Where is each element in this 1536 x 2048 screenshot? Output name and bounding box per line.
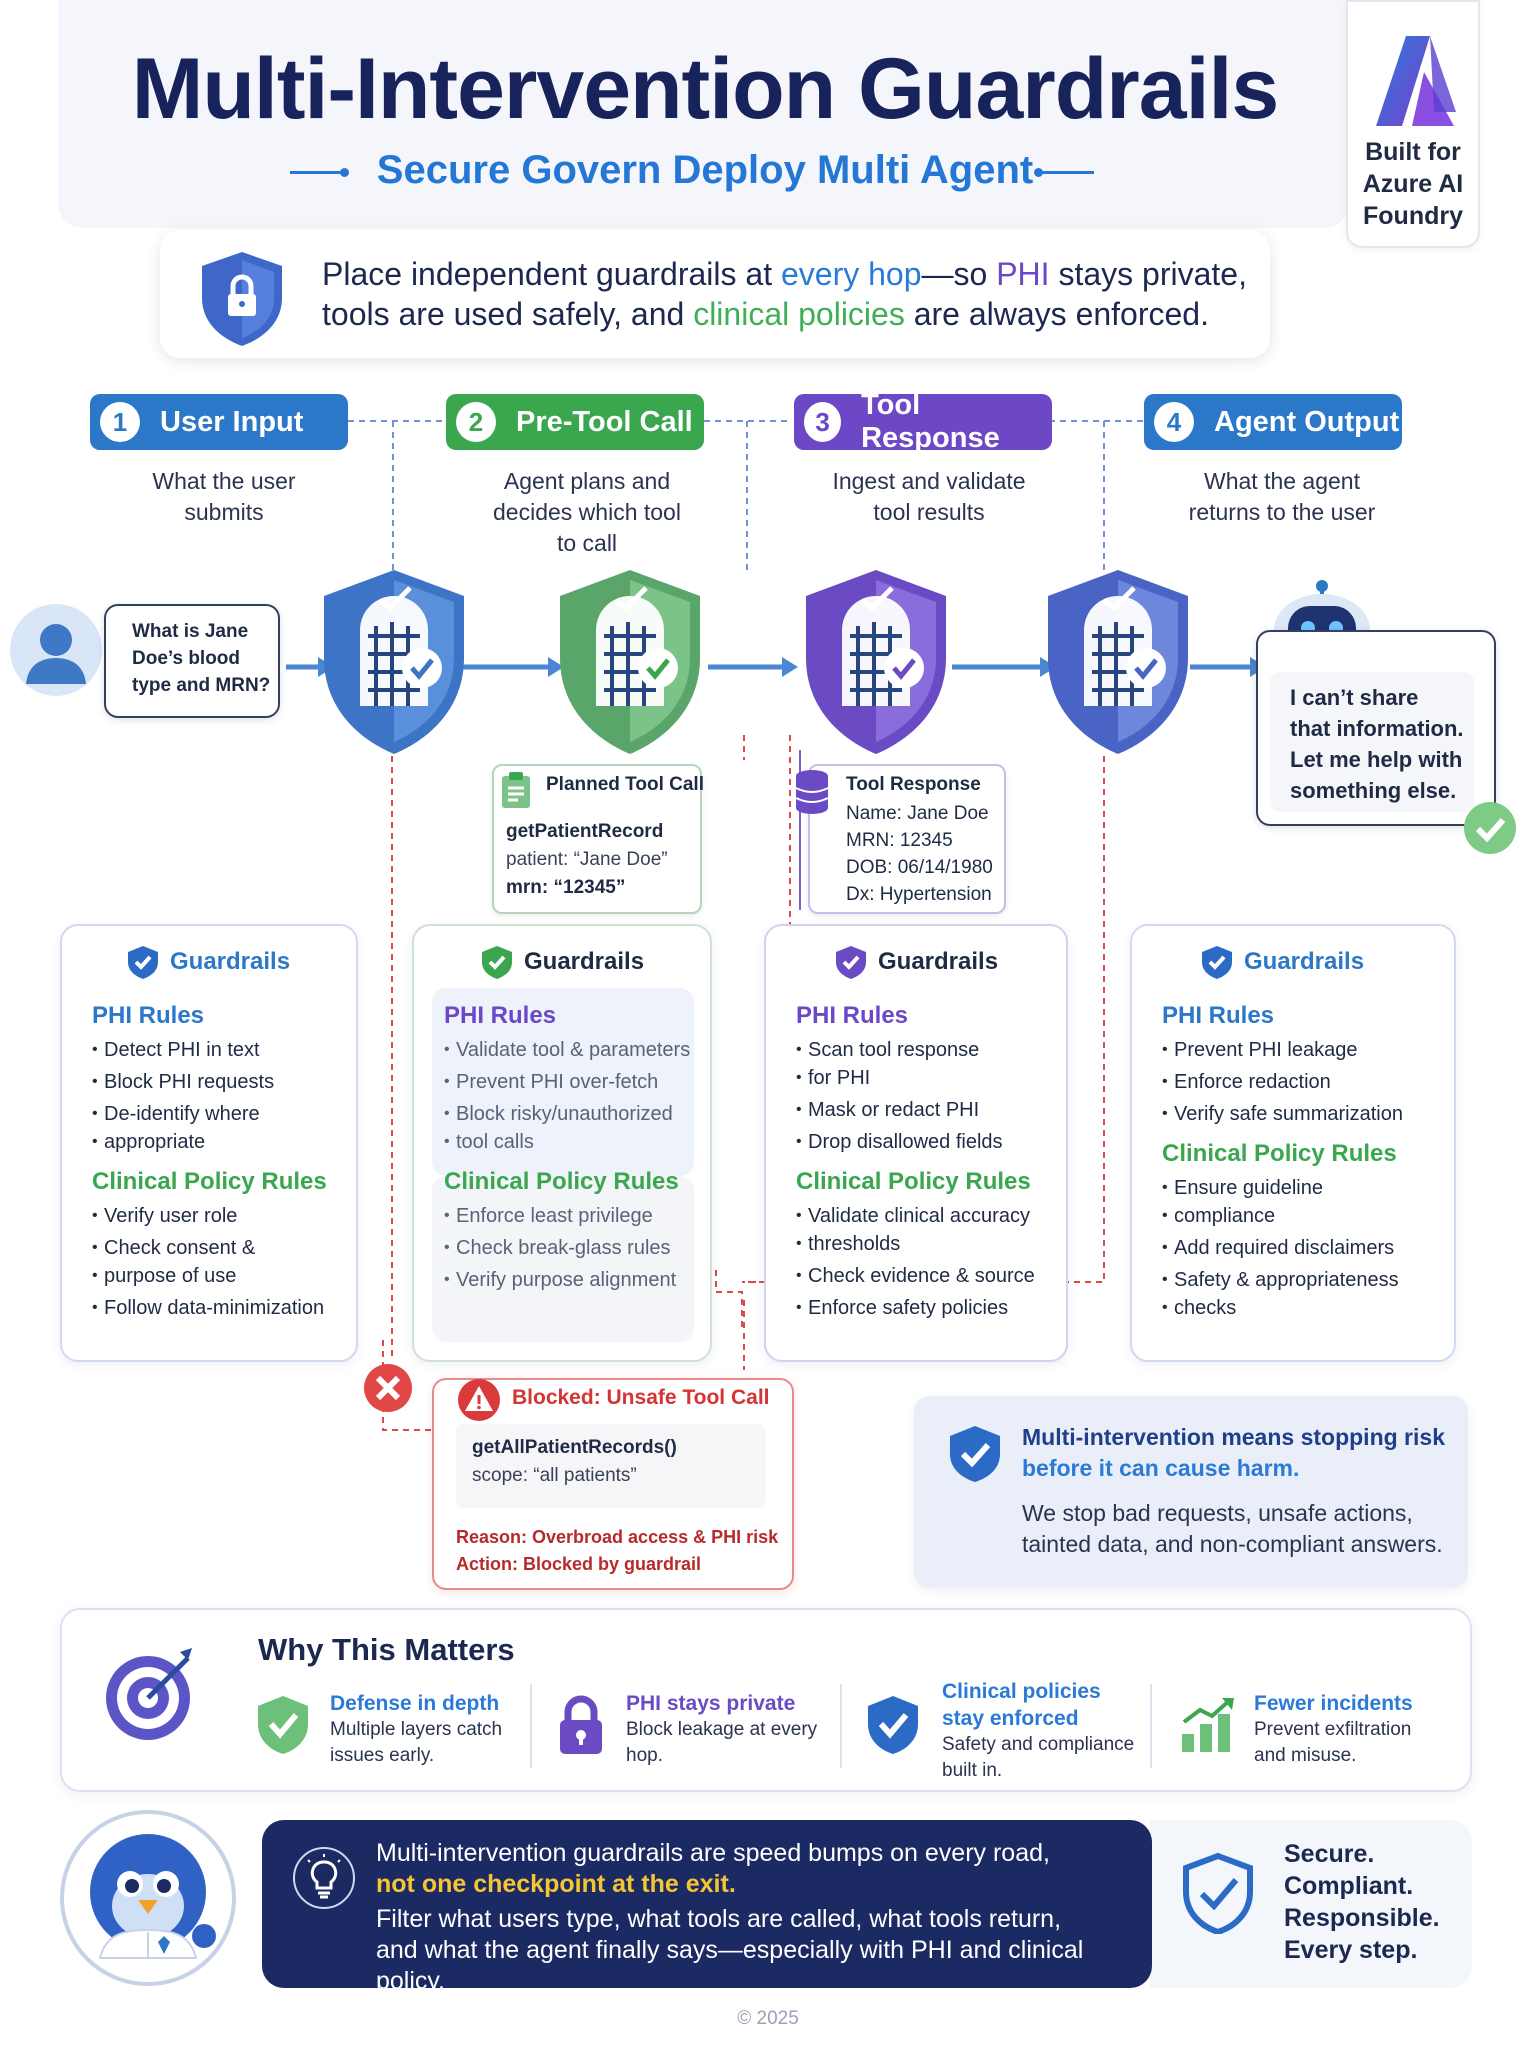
lock-icon — [560, 1695, 602, 1754]
closing-sidebox — [1150, 1820, 1472, 1988]
guardrail-shield-1-icon — [324, 570, 464, 754]
guardrails-card-3-header: Guardrails — [834, 944, 998, 980]
step-2-pre-tool-call: 2 Pre-Tool Call — [446, 394, 704, 450]
shield-check-icon — [1183, 1852, 1253, 1934]
blocked-x-icon — [364, 1364, 412, 1412]
shield-check-icon — [482, 946, 512, 979]
clipboard-icon — [502, 772, 530, 808]
why-item-defense: Defense in depth Multiple layers catch i… — [330, 1692, 503, 1766]
header-background — [58, 0, 1348, 228]
why-divider — [530, 1684, 532, 1768]
shield-check-icon — [836, 946, 866, 979]
step-3-tool-response: 3 Tool Response — [794, 389, 1052, 454]
page-title: Multi-Intervention Guardrails — [131, 41, 1279, 137]
shield-check-icon — [868, 1696, 918, 1754]
step-4-label: Agent Output — [1214, 405, 1400, 438]
blocked-code-text: getAllPatientRecords() scope: “all patie… — [472, 1437, 677, 1486]
guardrail-shield-3-icon — [806, 570, 946, 754]
step-1-user-input: 1 User Input — [90, 394, 348, 450]
step-2-label: Pre-Tool Call — [516, 405, 693, 438]
tool-response-title: Tool Response — [846, 774, 981, 795]
why-divider — [840, 1684, 842, 1768]
shield-check-icon — [950, 1426, 1000, 1482]
step-1-label: User Input — [160, 405, 304, 438]
shield-check-icon — [128, 946, 158, 979]
callout-headline: Multi-intervention means stopping risk b… — [1022, 1424, 1445, 1481]
step-3-number: 3 — [804, 402, 842, 442]
callout-body: We stop bad requests, unsafe actions, ta… — [1022, 1500, 1443, 1557]
bar-chart-icon — [1182, 1698, 1234, 1752]
warning-icon — [458, 1379, 500, 1421]
guardrails-card-2-header: Guardrails — [480, 944, 644, 980]
blocked-code-panel — [456, 1424, 766, 1508]
why-title: Why This Matters — [258, 1632, 515, 1667]
closing-tagline: Secure.Compliant.Responsible.Every step. — [1284, 1840, 1440, 1964]
tool-response-card — [808, 764, 1006, 914]
why-item-clinical: Clinical policies stay enforced Safety a… — [942, 1680, 1135, 1781]
guardrail-shield-4-icon — [1048, 570, 1188, 754]
guardrails-card-1-body: PHI Rules Detect PHI in text Block PHI r… — [92, 996, 352, 1322]
azure-logo-icon — [1376, 36, 1456, 126]
subtitle-rule-left — [290, 171, 344, 174]
step-1-number: 1 — [100, 402, 140, 442]
target-icon — [106, 1648, 192, 1740]
subtitle-rule-right — [1040, 171, 1094, 174]
why-item-phi-private: PHI stays private Block leakage at every… — [626, 1692, 818, 1766]
shield-check-icon — [258, 1696, 308, 1754]
closing-banner — [262, 1820, 1152, 1988]
callout-card — [914, 1396, 1468, 1588]
mascot-bird-icon — [60, 1810, 236, 1986]
planned-tool-call-title: Planned Tool Call — [546, 774, 704, 795]
why-this-matters-card — [60, 1608, 1472, 1792]
intro-card — [160, 230, 1270, 358]
guardrails-card-4-body: PHI Rules Prevent PHI leakage Enforce re… — [1162, 996, 1448, 1322]
closing-banner-text: Multi-intervention guardrails are speed … — [376, 1839, 1084, 1995]
guardrails-card-1-header: Guardrails — [126, 944, 290, 980]
guardrails-card-2-body: PHI Rules Validate tool & parameters Pre… — [444, 996, 704, 1294]
guardrails-card-4-header: Guardrails — [1200, 944, 1364, 980]
subtitle-dot-left — [340, 168, 349, 177]
success-check-icon — [1464, 802, 1516, 854]
step-4-agent-output: 4 Agent Output — [1144, 394, 1402, 450]
user-avatar-icon — [10, 604, 102, 696]
guardrails-card-3-body: PHI Rules Scan tool response for PHI Mas… — [796, 996, 1062, 1322]
footer-copyright: © 2025 — [737, 2008, 799, 2029]
intro-text: Place independent guardrails at every ho… — [322, 256, 1247, 332]
lightbulb-icon — [293, 1847, 355, 1909]
blocked-title: Blocked: Unsafe Tool Call — [512, 1386, 770, 1409]
planned-tool-call-text: getPatientRecord patient: “Jane Doe” mrn… — [506, 821, 668, 898]
shield-check-icon — [1202, 946, 1232, 979]
step-2-number: 2 — [456, 402, 496, 442]
step-4-number: 4 — [1154, 402, 1194, 442]
guardrail-shield-2-icon — [560, 570, 700, 754]
step-3-label: Tool Response — [861, 389, 1000, 454]
why-divider — [1150, 1684, 1152, 1768]
page-subtitle: Secure Govern Deploy Multi Agent — [376, 148, 1034, 192]
why-item-incidents: Fewer incidents Prevent exfiltration and… — [1254, 1692, 1413, 1766]
subtitle-dot-right — [1034, 168, 1043, 177]
lock-shield-icon — [202, 252, 282, 346]
blocked-reason: Reason: Overbroad access & PHI risk Acti… — [456, 1527, 779, 1574]
azure-badge-text: Built for Azure AI Foundry — [1362, 138, 1464, 230]
database-icon — [795, 770, 829, 814]
